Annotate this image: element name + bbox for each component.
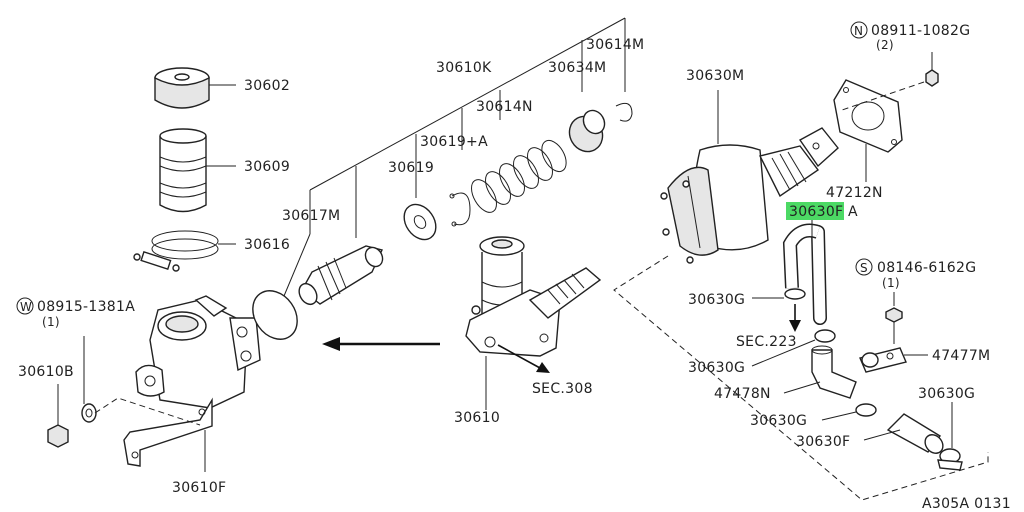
mounting-bracket[interactable] [123, 397, 213, 467]
hose-section[interactable] [886, 413, 947, 457]
label-30630G-2: 30630G [688, 360, 745, 376]
booster-nut[interactable] [925, 69, 939, 87]
label-30630G-4: 30630G [918, 386, 975, 402]
label-08146-6162G: 08146-6162G [877, 260, 976, 276]
check-valve[interactable] [811, 345, 857, 399]
label-47478N: 47478N [714, 386, 771, 402]
hose-clamp-2[interactable] [814, 329, 836, 343]
w-circle-icon [16, 297, 34, 315]
bolt-s[interactable] [885, 307, 903, 344]
label-30630F: 30630F [796, 434, 850, 450]
hose-clamp-1[interactable] [784, 288, 806, 300]
label-w-qty: (1) [42, 315, 60, 329]
brake-booster[interactable] [660, 127, 839, 264]
label-30610K: 30610K [436, 60, 492, 76]
sec308-arrow [497, 344, 550, 373]
label-30630M: 30630M [686, 68, 744, 84]
clamp-band[interactable] [133, 230, 219, 272]
vacuum-hose[interactable] [782, 223, 827, 325]
piston-cup[interactable] [563, 107, 609, 158]
label-47477M: 47477M [932, 348, 990, 364]
label-30614M: 30614M [586, 37, 644, 53]
label-30630FA-suffix: A [848, 204, 858, 220]
primary-piston[interactable] [296, 244, 386, 307]
label-30616: 30616 [244, 237, 290, 253]
diaphragm-seal[interactable] [244, 282, 307, 348]
hose-clamp-4[interactable] [937, 448, 963, 471]
label-08911-1082G: 08911-1082G [871, 23, 970, 39]
label-30610F: 30610F [172, 480, 226, 496]
hose-clamp-3[interactable] [855, 403, 877, 417]
label-sec308: SEC.308 [532, 381, 593, 397]
direction-arrow [322, 337, 440, 351]
label-30630G-1: 30630G [688, 292, 745, 308]
return-spring[interactable] [466, 136, 571, 216]
master-cylinder-body[interactable] [135, 295, 261, 409]
reservoir-cap[interactable] [154, 67, 210, 109]
label-sec223: SEC.223 [736, 334, 797, 350]
label-30617M: 30617M [282, 208, 340, 224]
label-30630FA[interactable]: 30630F [789, 204, 843, 220]
snap-ring[interactable] [449, 192, 471, 227]
label-30609: 30609 [244, 159, 290, 175]
label-30602: 30602 [244, 78, 290, 94]
sec223-arrow [789, 304, 801, 332]
leader-tree [309, 17, 626, 238]
label-w-circle: W [20, 300, 32, 314]
label-30610: 30610 [454, 410, 500, 426]
label-30614N: 30614N [476, 99, 533, 115]
hex-nut[interactable] [47, 424, 69, 448]
label-s-circle: S [860, 261, 868, 275]
label-08915-1381A: 08915-1381A [37, 299, 135, 315]
label-30630G-3: 30630G [750, 413, 807, 429]
retainer-washer[interactable] [398, 198, 443, 245]
diagram-code: A305A 0131 [922, 496, 1011, 512]
label-30610B: 30610B [18, 364, 74, 380]
label-n-circle: N [854, 24, 863, 38]
s-circle-icon [855, 258, 873, 276]
reservoir-tank[interactable] [159, 128, 207, 213]
label-30619: 30619 [388, 160, 434, 176]
master-cylinder-assembly[interactable] [465, 236, 602, 357]
label-n-qty: (2) [876, 38, 894, 52]
label-30634M: 30634M [548, 60, 606, 76]
n-circle-icon [850, 21, 868, 39]
hose-clip-bracket[interactable] [859, 347, 907, 373]
label-30619A: 30619+A [420, 134, 488, 150]
retaining-clip[interactable] [615, 102, 633, 122]
lock-washer[interactable] [81, 403, 97, 423]
booster-gasket[interactable] [833, 79, 903, 153]
label-47212N: 47212N [826, 185, 883, 201]
highlight-30630FA [786, 202, 844, 220]
label-s-qty: (1) [882, 276, 900, 290]
